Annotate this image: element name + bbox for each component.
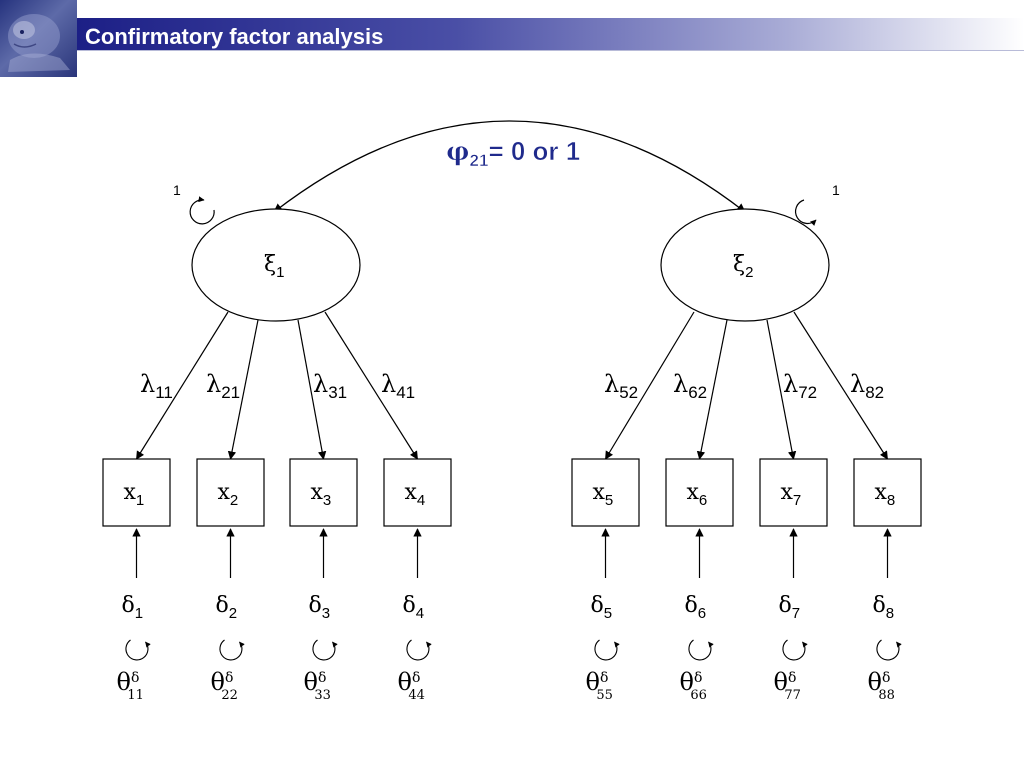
error-variance-loop (125, 639, 151, 661)
error-variance-loop (312, 639, 338, 661)
error-label: δ5 (591, 593, 613, 622)
error-variance-loop (782, 639, 808, 661)
error-label: δ8 (873, 593, 895, 622)
indicator-5: x5 (571, 458, 640, 527)
indicator-label: x6 (687, 480, 708, 509)
loading-label: λ82 (850, 370, 884, 402)
factor-variance-label: 1 (173, 182, 181, 198)
error-label: δ1 (122, 593, 144, 622)
indicator-label: x2 (218, 480, 239, 509)
error-label: δ3 (309, 593, 331, 622)
slide-title: Confirmatory factor analysis (85, 24, 384, 49)
covariance-value: φ21= 0 or 1 (446, 136, 580, 170)
error-label: δ7 (779, 593, 801, 622)
indicator-label: x5 (593, 480, 614, 509)
factor-label: ξ1 (264, 252, 284, 281)
title-divider (77, 50, 1024, 51)
factor-covariance-arrow (273, 120, 746, 213)
error-label: δ2 (216, 593, 238, 622)
latent-factor-1: ξ1 1 (173, 182, 361, 322)
loading-label: λ52 (604, 370, 638, 402)
indicator-box (571, 458, 640, 527)
indicator-label: x8 (875, 480, 896, 509)
loading-arrow (793, 311, 889, 460)
loading-arrow (766, 319, 797, 460)
indicator-4: x4 (383, 458, 452, 527)
factor-variance-label: 1 (832, 182, 840, 198)
error-variance-loop (876, 639, 902, 661)
error-label: δ4 (403, 593, 425, 622)
loading-arrow (604, 311, 695, 460)
loading-label: λ31 (313, 370, 347, 402)
loading-arrow (297, 319, 327, 460)
factor-ellipse (660, 208, 830, 322)
indicator-box (102, 458, 171, 527)
indicator-box (853, 458, 922, 527)
slide-header: Confirmatory factor analysis (0, 0, 1024, 78)
error-variance-loop (219, 639, 245, 661)
lion-logo (0, 0, 77, 77)
loading-label: λ72 (783, 370, 817, 402)
indicator-1: x1 (102, 458, 171, 527)
indicator-3: x3 (289, 458, 358, 527)
loading-label: λ41 (381, 370, 415, 402)
error-label: δ6 (685, 593, 707, 622)
indicator-8: x8 (853, 458, 922, 527)
lion-logo-icon (8, 14, 70, 72)
indicator-box (665, 458, 734, 527)
factor-label: ξ2 (733, 252, 753, 281)
loading-arrow (135, 311, 229, 460)
indicator-box (759, 458, 828, 527)
loading-label: λ62 (673, 370, 707, 402)
indicator-label: x3 (311, 480, 332, 509)
indicator-6: x6 (665, 458, 734, 527)
factor-variance-loop (189, 196, 215, 225)
error-variance-loop (594, 639, 620, 661)
indicator-2: x2 (196, 458, 265, 527)
error-variance-loop (688, 639, 714, 661)
loading-arrow (227, 319, 259, 460)
title-bar: Confirmatory factor analysis (77, 18, 1024, 50)
factor-ellipse (191, 208, 361, 322)
error-variance-loop (406, 639, 432, 661)
covariance-label: φ21= 0 or 1 (446, 136, 581, 171)
loading-arrow (696, 319, 728, 460)
indicator-label: x1 (124, 480, 145, 509)
indicator-box (289, 458, 358, 527)
indicator-label: x4 (405, 480, 426, 509)
loading-arrow (324, 311, 419, 460)
latent-factor-2: ξ2 1 (660, 182, 840, 322)
loading-label: λ21 (206, 370, 240, 402)
loading-label: λ11 (140, 370, 173, 402)
factor-variance-loop (795, 199, 817, 226)
indicator-label: x7 (781, 480, 802, 509)
indicator-box (196, 458, 265, 527)
indicator-box (383, 458, 452, 527)
indicator-7: x7 (759, 458, 828, 527)
